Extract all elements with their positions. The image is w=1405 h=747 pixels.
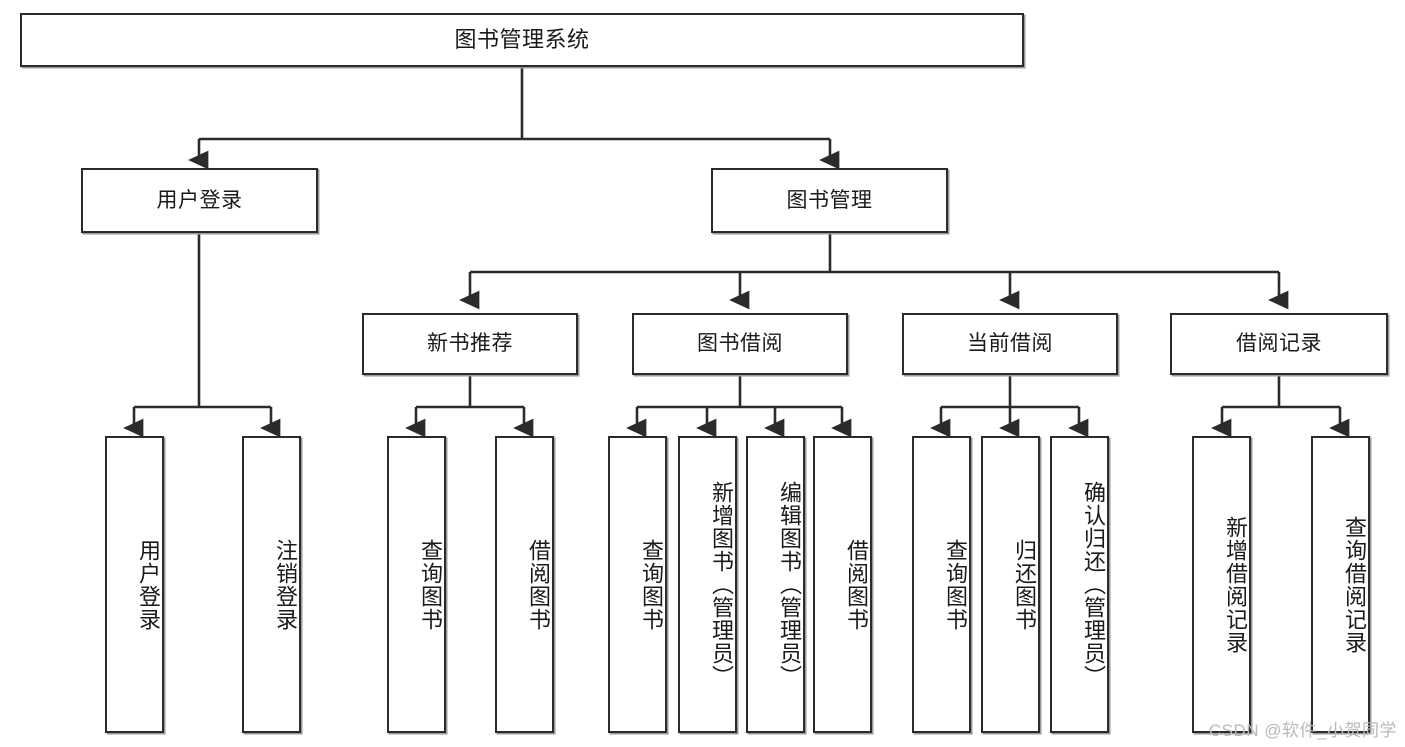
node-leaf-query-book-1[interactable]: 查询图书 xyxy=(387,436,446,733)
node-label: 确认归还（管理员） xyxy=(1081,481,1106,688)
node-leaf-edit-book-admin[interactable]: 编辑图书（管理员） xyxy=(746,436,805,733)
node-label: 借阅图书 xyxy=(844,538,869,631)
node-leaf-query-book-3[interactable]: 查询图书 xyxy=(912,436,971,733)
node-label: 查询借阅记录 xyxy=(1342,515,1367,654)
node-leaf-query-borrow-record[interactable]: 查询借阅记录 xyxy=(1311,436,1370,733)
node-leaf-logout-login[interactable]: 注销登录 xyxy=(242,436,301,733)
node-new-book-recommend[interactable]: 新书推荐 xyxy=(362,313,578,375)
node-label: 借阅记录 xyxy=(1236,332,1322,356)
node-leaf-borrow-book-2[interactable]: 借阅图书 xyxy=(813,436,872,733)
node-book-borrow[interactable]: 图书借阅 xyxy=(632,313,848,375)
node-label: 图书管理系统 xyxy=(454,26,590,52)
node-label: 归还图书 xyxy=(1012,538,1037,631)
node-leaf-query-book-2[interactable]: 查询图书 xyxy=(608,436,667,733)
node-leaf-confirm-return-admin[interactable]: 确认归还（管理员） xyxy=(1050,436,1109,733)
node-label: 新增图书（管理员） xyxy=(709,481,734,688)
node-label: 图书管理 xyxy=(786,188,873,212)
node-leaf-add-borrow-record[interactable]: 新增借阅记录 xyxy=(1192,436,1251,733)
node-current-borrow[interactable]: 当前借阅 xyxy=(902,313,1118,375)
node-label: 用户登录 xyxy=(136,538,161,631)
node-label: 图书借阅 xyxy=(697,332,783,356)
node-label: 新书推荐 xyxy=(427,332,513,356)
node-label: 查询图书 xyxy=(943,538,968,631)
node-leaf-borrow-book-1[interactable]: 借阅图书 xyxy=(495,436,554,733)
node-leaf-user-login[interactable]: 用户登录 xyxy=(105,436,164,733)
node-label: 当前借阅 xyxy=(967,332,1053,356)
node-label: 借阅图书 xyxy=(526,538,551,631)
node-user-login[interactable]: 用户登录 xyxy=(81,168,318,233)
node-root-system[interactable]: 图书管理系统 xyxy=(20,13,1024,67)
node-label: 新增借阅记录 xyxy=(1223,515,1248,654)
csdn-watermark: CSDN @软件_小贺同学 xyxy=(1208,721,1397,740)
node-label: 查询图书 xyxy=(418,538,443,631)
node-label: 查询图书 xyxy=(639,538,664,631)
node-book-management[interactable]: 图书管理 xyxy=(711,168,948,233)
node-leaf-return-book[interactable]: 归还图书 xyxy=(981,436,1040,733)
node-label: 编辑图书（管理员） xyxy=(777,481,802,688)
node-leaf-add-book-admin[interactable]: 新增图书（管理员） xyxy=(678,436,737,733)
node-label: 用户登录 xyxy=(156,188,243,212)
node-label: 注销登录 xyxy=(273,538,298,631)
node-borrow-record[interactable]: 借阅记录 xyxy=(1170,313,1388,375)
